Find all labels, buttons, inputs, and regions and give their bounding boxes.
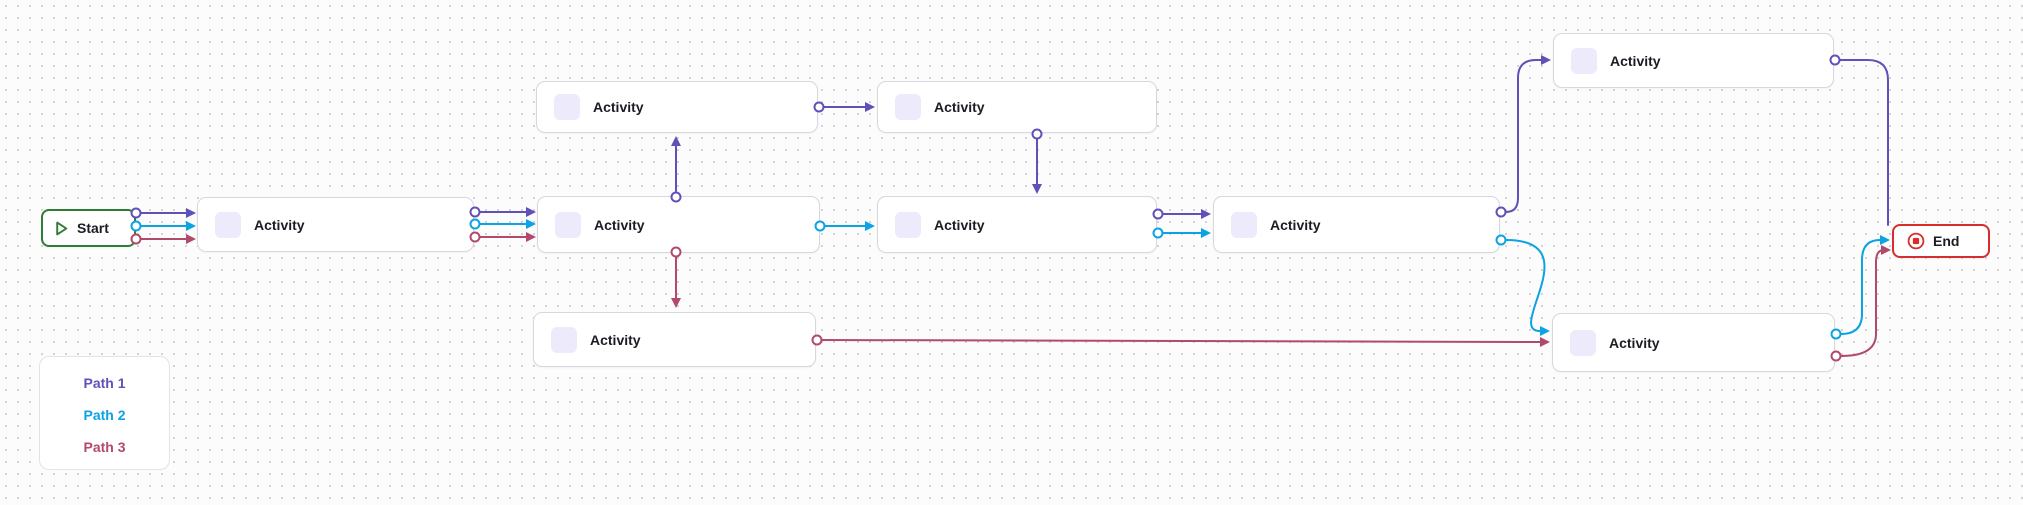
node-activity-4[interactable]: Activity [1213, 196, 1500, 253]
node-end[interactable]: End [1892, 224, 1990, 258]
activity-icon [1570, 329, 1596, 356]
activity-icon [215, 211, 241, 238]
node-label: Activity [934, 216, 985, 233]
flow-edge-path3[interactable] [1840, 249, 1885, 357]
flow-edge-path3[interactable] [821, 339, 1541, 343]
flow-edge-path1[interactable] [1505, 59, 1542, 213]
node-start[interactable]: Start [41, 209, 136, 247]
activity-icon [1571, 47, 1597, 74]
legend-item-path3: Path 3 [83, 439, 126, 455]
activity-icon [555, 211, 581, 238]
node-label: Activity [590, 331, 641, 348]
legend-item-path1: Path 1 [83, 375, 126, 391]
node-activity-1[interactable]: Activity [197, 197, 474, 252]
flow-edge-path2[interactable] [1505, 239, 1546, 332]
activity-icon [554, 94, 580, 120]
node-label: Activity [593, 99, 644, 115]
node-label: Activity [1610, 52, 1661, 69]
node-label: Activity [254, 216, 305, 233]
node-activity-2[interactable]: Activity [537, 196, 820, 253]
path-legend: Path 1 Path 2 Path 3 [39, 356, 170, 470]
activity-icon [1231, 211, 1257, 238]
node-label: Activity [1609, 334, 1660, 351]
node-activity-top-1[interactable]: Activity [536, 81, 818, 133]
stop-icon [1907, 232, 1925, 250]
node-activity-3[interactable]: Activity [877, 196, 1157, 253]
node-activity-top-right[interactable]: Activity [1553, 33, 1834, 88]
node-label: Activity [934, 99, 985, 115]
node-activity-top-2[interactable]: Activity [877, 81, 1157, 133]
activity-icon [895, 211, 921, 238]
flow-edge-path1[interactable] [1839, 59, 1889, 226]
node-activity-bottom-1[interactable]: Activity [533, 312, 816, 367]
play-icon [55, 221, 68, 236]
activity-icon [551, 326, 577, 353]
node-label: Start [77, 220, 109, 236]
flow-edge-path2[interactable] [1840, 239, 1881, 335]
legend-item-path2: Path 2 [83, 407, 126, 423]
node-label: Activity [1270, 216, 1321, 233]
activity-icon [895, 94, 921, 120]
node-label: Activity [594, 216, 645, 233]
node-label: End [1933, 233, 1960, 249]
node-activity-bottom-right[interactable]: Activity [1552, 313, 1835, 372]
